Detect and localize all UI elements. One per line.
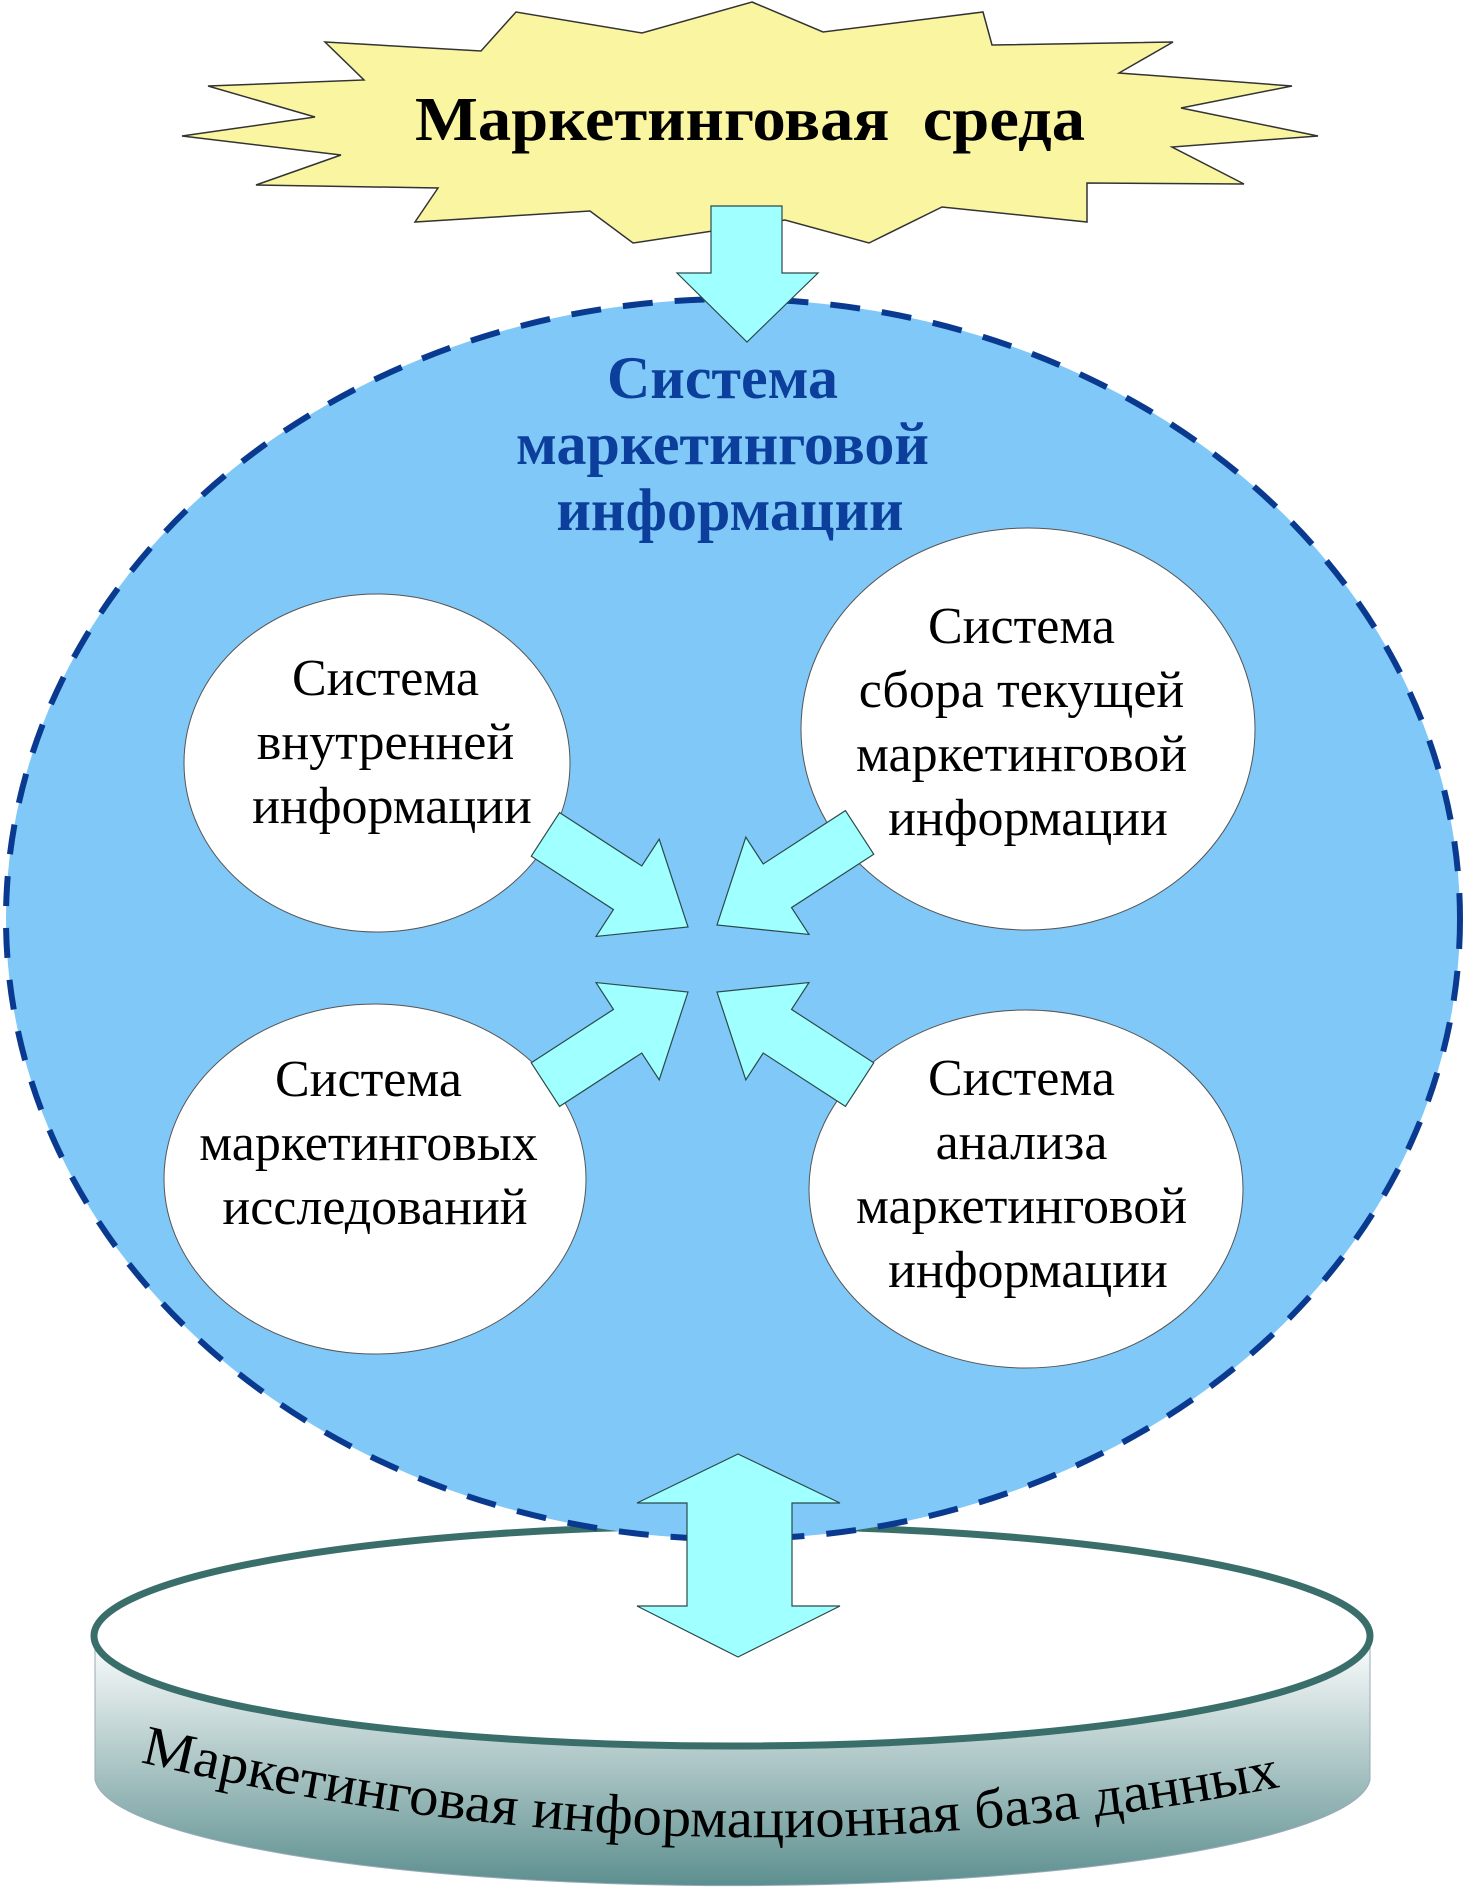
subsystem-marketing-research: Система маркетинговых исследований bbox=[163, 1003, 587, 1355]
bidirectional-arrow bbox=[636, 1453, 841, 1658]
marketing-environment-label: Маркетинговая среда bbox=[415, 86, 1085, 154]
svg-text:Система анализа ма: Система анализа маркетинговой информации bbox=[856, 1050, 1200, 1299]
down-arrow bbox=[675, 205, 820, 343]
arrow-top-left bbox=[530, 811, 689, 938]
subsystem-internal-information: Система внутренней информации bbox=[183, 593, 571, 933]
system-title: Система маркетинговой информации bbox=[516, 345, 944, 543]
svg-text:Система сбора текущей: Система сбора текущей маркетинговой инфо… bbox=[856, 598, 1200, 847]
arrow-bottom-left bbox=[530, 981, 689, 1108]
marketing-environment-star: Маркетинговая среда bbox=[181, 1, 1319, 244]
subsystem-marketing-intelligence: Система сбора текущей маркетинговой инфо… bbox=[800, 527, 1256, 931]
svg-text:Система маркетинговых: Система маркетинговых исследований bbox=[199, 1051, 551, 1236]
arrow-bottom-right bbox=[716, 981, 875, 1108]
svg-text:Система внутренней: Система внутренней информации bbox=[252, 650, 532, 835]
subsystem-information-analysis: Система анализа маркетинговой информации bbox=[808, 1009, 1244, 1369]
arrow-top-right bbox=[716, 809, 875, 936]
